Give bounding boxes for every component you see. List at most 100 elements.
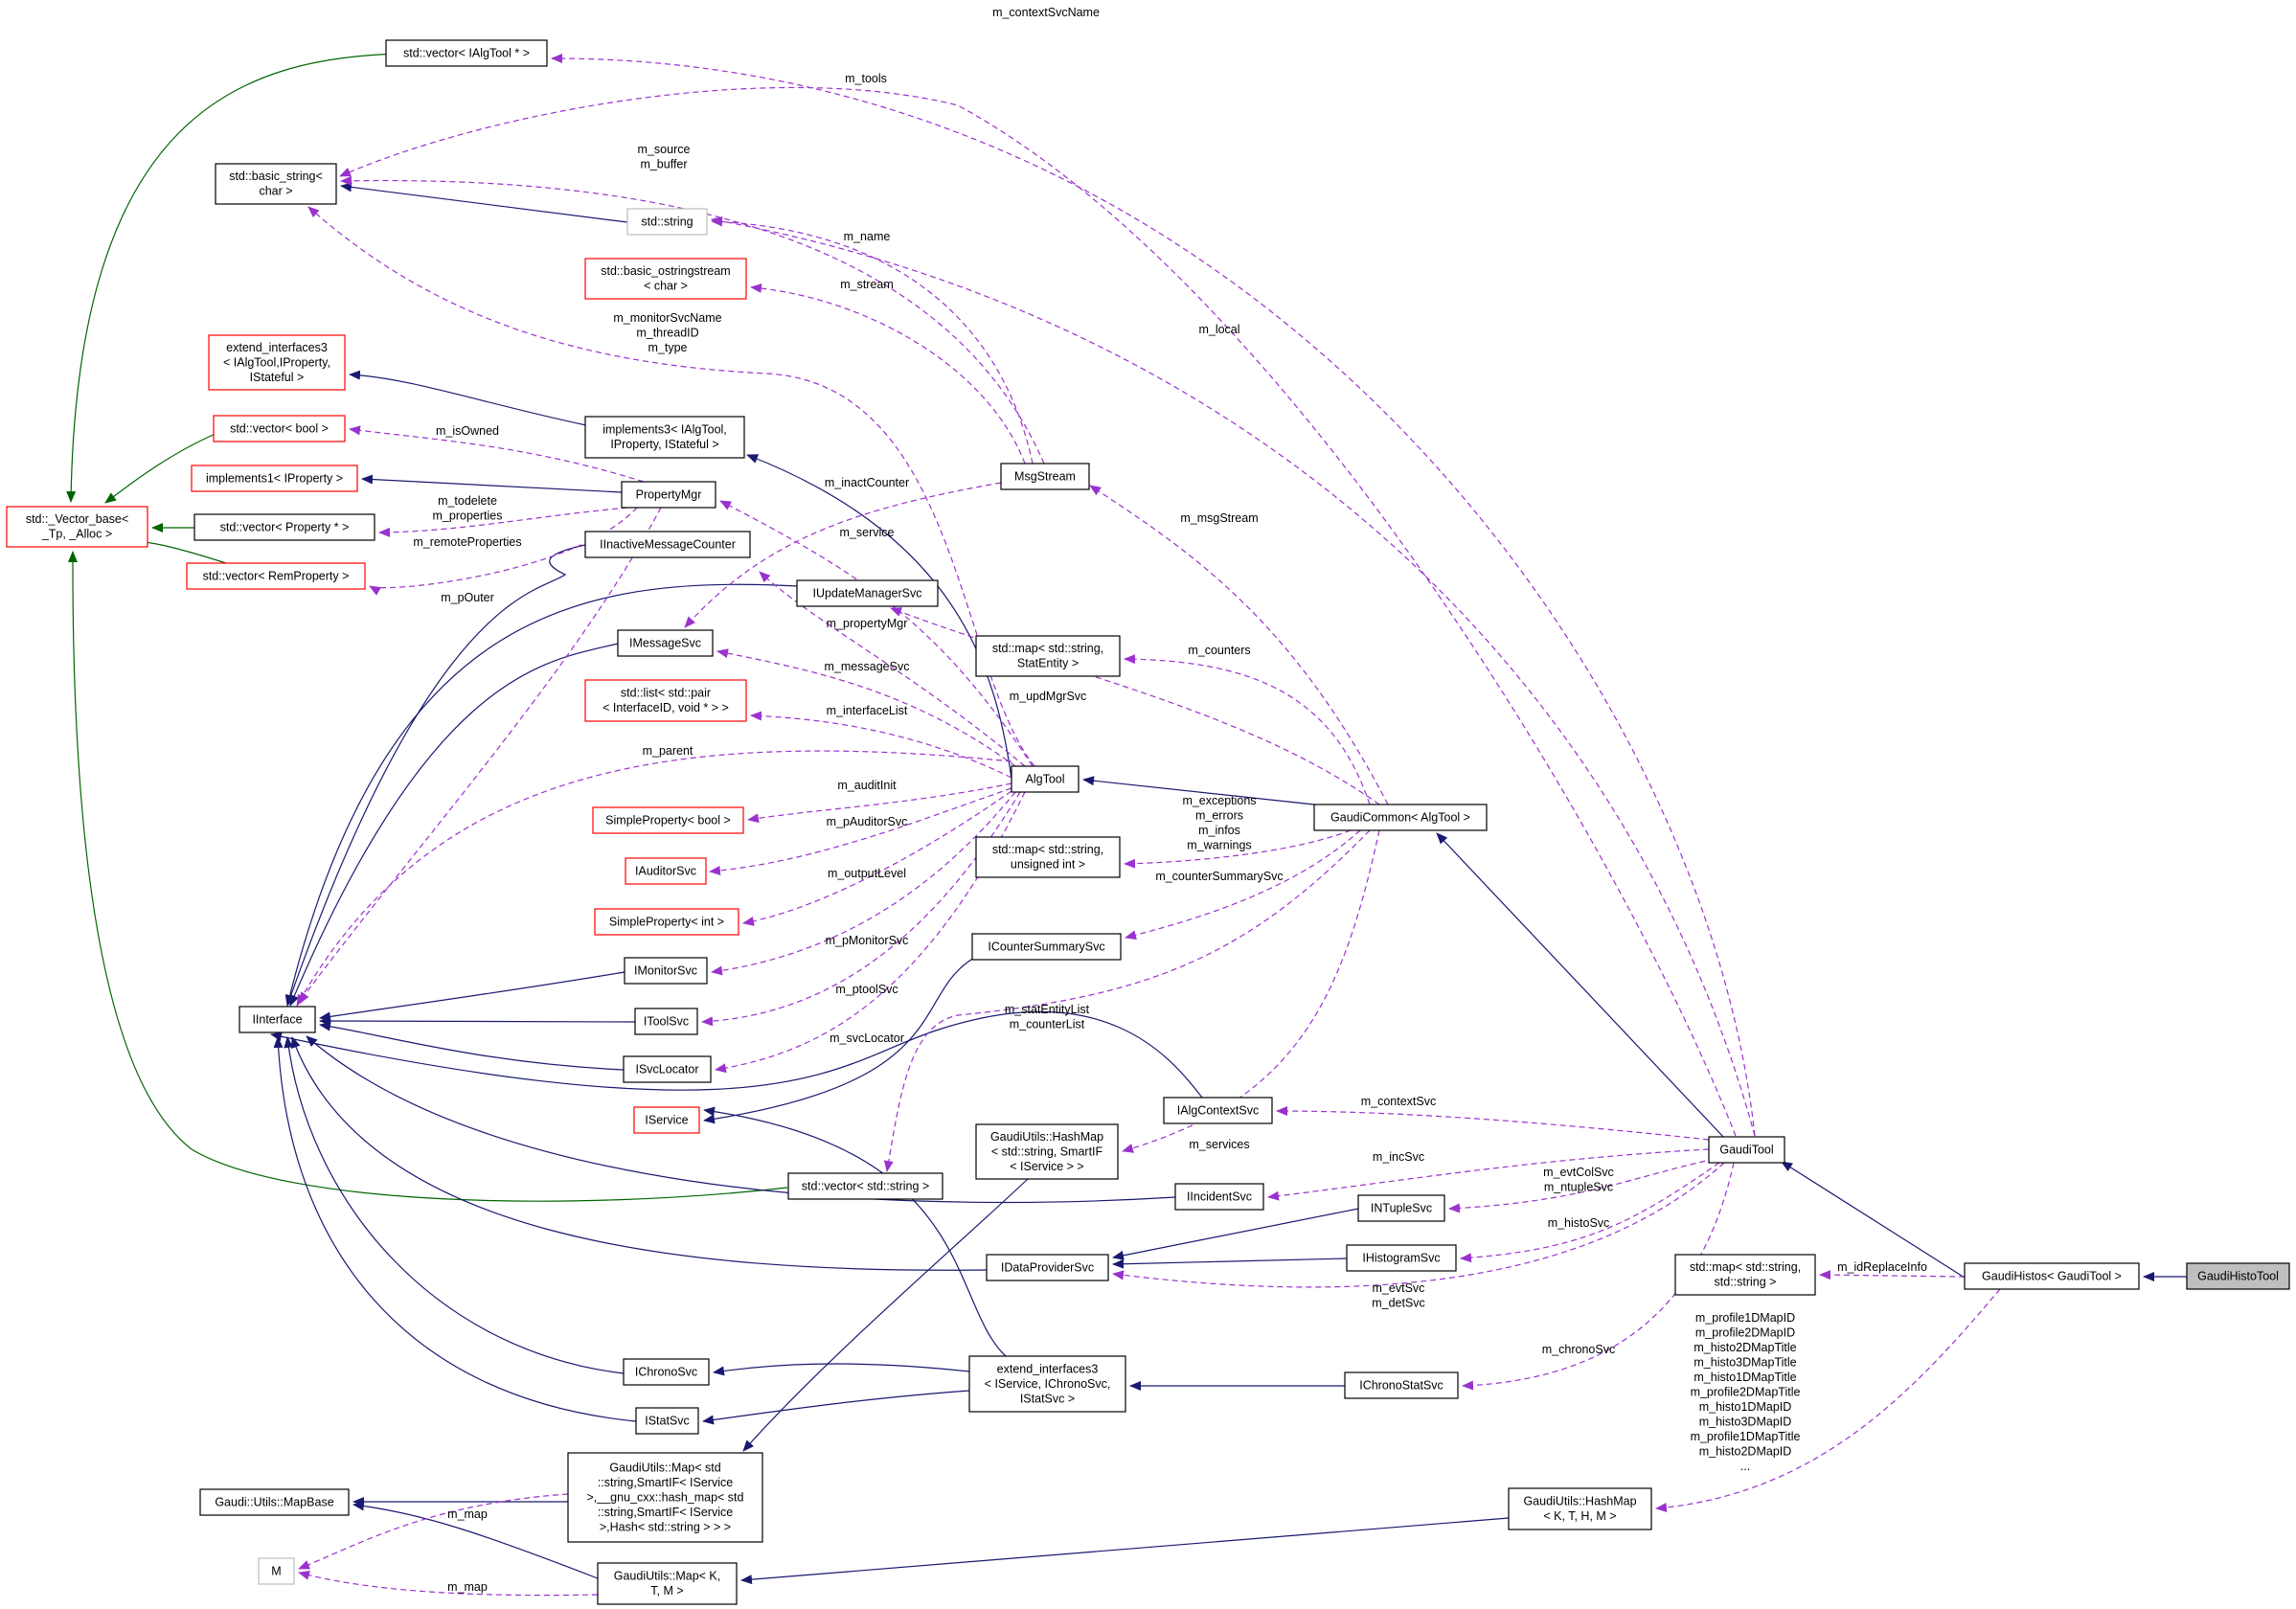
class-node-ihistogram[interactable]: IHistogramSvc	[1346, 1244, 1457, 1272]
class-node-vec-string[interactable]: std::vector< std::string >	[787, 1172, 943, 1200]
class-node-box[interactable]	[626, 208, 708, 236]
class-node-box[interactable]	[215, 163, 337, 205]
class-node-box[interactable]	[1313, 804, 1488, 831]
class-node-box[interactable]	[1357, 1194, 1445, 1222]
class-node-propertymgr[interactable]: PropertyMgr	[621, 481, 716, 509]
class-node-hashmap-smartif[interactable]: GaudiUtils::HashMap< std::string, SmartI…	[975, 1123, 1119, 1180]
class-node-box[interactable]	[1011, 765, 1080, 793]
class-node-intuple[interactable]: INTupleSvc	[1357, 1194, 1445, 1222]
class-node-box[interactable]	[1346, 1244, 1457, 1272]
class-node-isvclocator[interactable]: ISvcLocator	[623, 1055, 712, 1083]
class-node-box[interactable]	[621, 481, 716, 509]
class-node-implements3[interactable]: implements3< IAlgTool,IProperty, IStatef…	[584, 416, 745, 459]
class-node-extend-if3-service[interactable]: extend_interfaces3< IService, IChronoSvc…	[968, 1355, 1126, 1413]
class-node-m-node[interactable]: M	[258, 1557, 295, 1585]
class-node-utils-map-long[interactable]: GaudiUtils::Map< std::string,SmartIF< IS…	[567, 1452, 763, 1543]
class-node-map-uint[interactable]: std::map< std::string,unsigned int >	[975, 836, 1121, 878]
class-node-utils-map-ktm[interactable]: GaudiUtils::Map< K,T, M >	[597, 1562, 738, 1605]
class-node-iupdatemgr[interactable]: IUpdateManagerSvc	[796, 579, 939, 607]
class-node-msgstream[interactable]: MsgStream	[1000, 463, 1090, 490]
class-node-box[interactable]	[208, 334, 346, 391]
class-node-box[interactable]	[199, 1488, 350, 1516]
class-node-box[interactable]	[592, 806, 744, 834]
class-node-gaudihistos[interactable]: GaudiHistos< GaudiTool >	[1964, 1262, 2140, 1290]
class-node-vec-property[interactable]: std::vector< Property * >	[193, 513, 375, 541]
class-node-box[interactable]	[186, 562, 366, 590]
class-node-box[interactable]	[986, 1254, 1109, 1281]
class-node-box[interactable]	[975, 635, 1121, 677]
class-node-imonitorsvc[interactable]: IMonitorSvc	[624, 957, 708, 985]
class-node-box[interactable]	[584, 416, 745, 459]
class-node-gaudihistotool[interactable]: GaudiHistoTool	[2186, 1262, 2290, 1290]
class-node-box[interactable]	[584, 679, 747, 722]
class-node-iinterface[interactable]: IInterface	[239, 1006, 316, 1033]
class-node-istatsvc[interactable]: IStatSvc	[635, 1407, 699, 1435]
class-node-box[interactable]	[1344, 1371, 1459, 1399]
class-node-vector-base[interactable]: std::_Vector_base<_Tp, _Alloc >	[6, 506, 148, 548]
class-node-box[interactable]	[385, 39, 548, 67]
class-node-ialgcontext[interactable]: IAlgContextSvc	[1163, 1097, 1273, 1124]
class-node-list-pair[interactable]: std::list< std::pair< InterfaceID, void …	[584, 679, 747, 722]
class-node-box[interactable]	[567, 1452, 763, 1543]
class-node-std-string[interactable]: std::string	[626, 208, 708, 236]
class-node-ichronostat[interactable]: IChronoStatSvc	[1344, 1371, 1459, 1399]
class-node-vec-remproperty[interactable]: std::vector< RemProperty >	[186, 562, 366, 590]
class-node-box[interactable]	[624, 957, 708, 985]
class-node-map-statentity[interactable]: std::map< std::string,StatEntity >	[975, 635, 1121, 677]
class-node-vec-algtool[interactable]: std::vector< IAlgTool * >	[385, 39, 548, 67]
class-node-mapbase[interactable]: Gaudi::Utils::MapBase	[199, 1488, 350, 1516]
class-node-gauditool[interactable]: GaudiTool	[1708, 1136, 1785, 1164]
class-node-box[interactable]	[635, 1407, 699, 1435]
class-node-box[interactable]	[623, 1055, 712, 1083]
class-node-box[interactable]	[594, 908, 739, 936]
class-node-box[interactable]	[1000, 463, 1090, 490]
class-node-imessagesvc[interactable]: IMessageSvc	[617, 629, 714, 657]
class-node-box[interactable]	[2186, 1262, 2290, 1290]
class-node-simprop-int[interactable]: SimpleProperty< int >	[594, 908, 739, 936]
class-node-box[interactable]	[796, 579, 939, 607]
class-node-box[interactable]	[258, 1557, 295, 1585]
class-node-gaudicommon[interactable]: GaudiCommon< AlgTool >	[1313, 804, 1488, 831]
class-node-iauditorsvc[interactable]: IAuditorSvc	[625, 857, 707, 885]
class-node-simprop-bool[interactable]: SimpleProperty< bool >	[592, 806, 744, 834]
class-node-box[interactable]	[968, 1355, 1126, 1413]
class-node-box[interactable]	[584, 531, 751, 558]
class-node-itoolsvc[interactable]: IToolSvc	[634, 1008, 698, 1035]
class-node-box[interactable]	[975, 836, 1121, 878]
class-node-vec-bool[interactable]: std::vector< bool >	[213, 415, 346, 442]
class-node-box[interactable]	[1674, 1254, 1816, 1296]
class-node-box[interactable]	[193, 513, 375, 541]
class-node-box[interactable]	[584, 258, 747, 300]
class-node-ostringstream[interactable]: std::basic_ostringstream< char >	[584, 258, 747, 300]
class-node-iincident[interactable]: IIncidentSvc	[1174, 1183, 1264, 1211]
class-node-box[interactable]	[597, 1562, 738, 1605]
class-node-box[interactable]	[971, 933, 1122, 961]
class-node-box[interactable]	[975, 1123, 1119, 1180]
class-node-box[interactable]	[1964, 1262, 2140, 1290]
class-node-box[interactable]	[239, 1006, 316, 1033]
class-node-implements1[interactable]: implements1< IProperty >	[191, 465, 358, 492]
class-node-box[interactable]	[617, 629, 714, 657]
class-node-box[interactable]	[213, 415, 346, 442]
class-node-map-string-string[interactable]: std::map< std::string,std::string >	[1674, 1254, 1816, 1296]
class-node-box[interactable]	[623, 1358, 710, 1386]
class-node-extend-if3-algtool[interactable]: extend_interfaces3< IAlgTool,IProperty,I…	[208, 334, 346, 391]
class-node-idataprovider[interactable]: IDataProviderSvc	[986, 1254, 1109, 1281]
class-node-basic-string[interactable]: std::basic_string<char >	[215, 163, 337, 205]
class-node-box[interactable]	[625, 857, 707, 885]
class-node-icountersummary[interactable]: ICounterSummarySvc	[971, 933, 1122, 961]
class-node-box[interactable]	[1508, 1487, 1652, 1530]
class-node-box[interactable]	[1174, 1183, 1264, 1211]
class-node-iservice[interactable]: IService	[633, 1106, 700, 1134]
class-node-box[interactable]	[6, 506, 148, 548]
class-node-hashmap-kthm[interactable]: GaudiUtils::HashMap< K, T, H, M >	[1508, 1487, 1652, 1530]
class-node-box[interactable]	[787, 1172, 943, 1200]
class-node-box[interactable]	[633, 1106, 700, 1134]
class-node-box[interactable]	[1163, 1097, 1273, 1124]
class-node-box[interactable]	[191, 465, 358, 492]
class-node-iinactive[interactable]: IInactiveMessageCounter	[584, 531, 751, 558]
class-node-ichronosvc[interactable]: IChronoSvc	[623, 1358, 710, 1386]
class-node-box[interactable]	[634, 1008, 698, 1035]
class-node-algtool[interactable]: AlgTool	[1011, 765, 1080, 793]
class-node-box[interactable]	[1708, 1136, 1785, 1164]
